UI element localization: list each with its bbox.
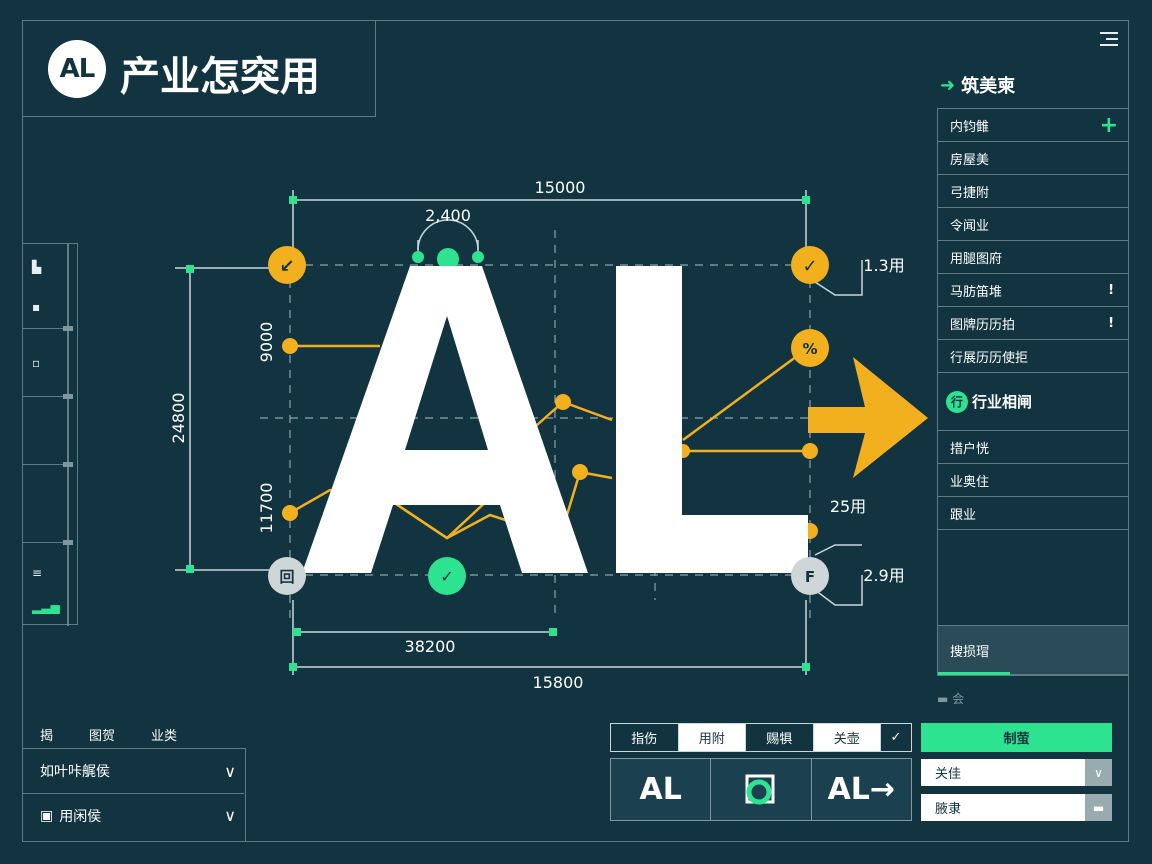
dim-right-mid: 25用 <box>830 497 866 516</box>
left-rail: ▙ ▪ ▫ ≡ ▂▃▅ <box>22 243 78 626</box>
rail-scale <box>63 244 73 626</box>
hamburger-menu-icon[interactable] <box>1100 32 1118 48</box>
select-2[interactable]: 腋隶 ▬ <box>921 794 1112 821</box>
svg-text:%: % <box>802 340 817 358</box>
right-list-item[interactable]: 房屋美 <box>938 142 1128 175</box>
dot-icon[interactable]: ▪ <box>32 300 41 314</box>
right-list-item[interactable]: 业奥住 <box>938 464 1128 497</box>
arrow-right-icon: ➜ <box>940 74 956 96</box>
svg-text:✓: ✓ <box>440 567 453 586</box>
svg-text:回: 回 <box>279 568 294 586</box>
dim-inner-bottom: 38200 <box>405 637 456 656</box>
list-icon[interactable]: ≡ <box>32 566 43 580</box>
svg-text:F: F <box>805 568 815 586</box>
right-list-item[interactable]: 用腿图府 <box>938 241 1128 274</box>
dim-right-bottom: 2.9用 <box>863 566 904 585</box>
chevron-down-icon[interactable]: ∨ <box>224 761 236 781</box>
preview-tiles: AL AL→ <box>610 758 912 821</box>
dropdown-row[interactable]: 如叶咔艉侯 ∨ <box>40 761 236 781</box>
bar-chart-icon[interactable]: ▙ <box>32 260 42 274</box>
dropdown-row[interactable]: ▣ 用闲侯 ∨ <box>22 793 244 837</box>
title-box <box>22 20 376 117</box>
right-caption: ▬ 会 <box>937 692 965 706</box>
sheet-icon: ▣ <box>40 807 54 824</box>
dim-right-top: 1.3用 <box>863 256 904 275</box>
right-list-item[interactable]: 令闻业 <box>938 208 1128 241</box>
alert-icon: ! <box>1108 315 1114 331</box>
big-arrow-icon <box>808 357 928 478</box>
segment-option[interactable]: 指伤 <box>611 724 679 751</box>
bars-green-icon[interactable]: ▂▃▅ <box>32 600 60 614</box>
marker-bottom-center[interactable]: ✓ <box>428 557 466 595</box>
tab-2[interactable]: 图贺 <box>89 729 116 744</box>
minus-icon[interactable]: ▬ <box>1085 794 1112 821</box>
app-title: 产业怎突用 <box>120 54 320 100</box>
tab-3[interactable]: 业类 <box>151 729 178 744</box>
add-icon[interactable]: + <box>1099 112 1118 138</box>
marker-top-right[interactable]: ✓ <box>791 246 829 284</box>
bottom-left-tabs: 揭 图贺 业类 <box>40 725 177 744</box>
segment-control: 指伤 用附 赐犋 关壶 ✓ <box>610 723 912 752</box>
right-list-featured[interactable]: 行 行业相闸 <box>938 373 1128 431</box>
dim-bottom-width: 15800 <box>533 673 584 692</box>
bottom-left-panel: 如叶咔艉侯 ∨ ▣ 用闲侯 ∨ <box>22 748 246 842</box>
right-list-item[interactable]: 内钧雔+ <box>938 109 1128 142</box>
square-icon[interactable]: ▫ <box>32 356 41 370</box>
check-icon[interactable]: ✓ <box>890 730 902 745</box>
svg-text:↙: ↙ <box>279 256 294 277</box>
chevron-down-icon[interactable]: ∨ <box>224 806 236 825</box>
tab-1[interactable]: 揭 <box>40 729 54 744</box>
right-list-item[interactable]: 行展历历使拒 <box>938 340 1128 373</box>
marker-bottom-left[interactable]: 回 <box>268 557 306 595</box>
dim-arc: 2,400 <box>425 206 471 225</box>
right-list-item[interactable]: 措户恍 <box>938 431 1128 464</box>
right-list: 内钧雔+ 房屋美 弓捷附 令闻业 用腿图府 马肪笛堆! 图牌历历拍! 行展历历使… <box>937 108 1129 676</box>
panel-title: ➜ 筑美柬 <box>940 74 1016 98</box>
segment-option-active[interactable]: 用附 <box>678 724 746 751</box>
dim-left-height: 24800 <box>169 393 188 444</box>
alert-icon: ! <box>1108 282 1114 298</box>
tile-al-arrow[interactable]: AL→ <box>827 772 896 807</box>
active-indicator <box>938 672 1010 675</box>
tile-icon[interactable] <box>711 759 812 820</box>
primary-button[interactable]: 制萤 <box>921 723 1112 752</box>
right-list-item[interactable]: 弓捷附 <box>938 175 1128 208</box>
featured-icon: 行 <box>946 390 968 413</box>
segment-option[interactable]: 关壶 <box>813 724 881 751</box>
segment-option[interactable]: 赐犋 <box>746 724 814 751</box>
big-letters <box>302 266 808 573</box>
right-list-bottom-item[interactable]: 搜损瑁 <box>937 625 1129 675</box>
dim-top-width: 15000 <box>535 178 586 197</box>
chevron-down-icon[interactable]: ∨ <box>1085 759 1112 786</box>
frame-logo-icon <box>745 774 775 804</box>
svg-text:✓: ✓ <box>802 256 817 277</box>
right-list-item[interactable]: 跟业 <box>938 497 1128 530</box>
right-list-item[interactable]: 图牌历历拍! <box>938 307 1128 340</box>
tile-al[interactable]: AL <box>611 759 712 820</box>
marker-top-left[interactable]: ↙ <box>268 246 306 284</box>
select-1[interactable]: 关佳 ∨ <box>921 759 1112 786</box>
dim-left-upper: 9000 <box>257 322 276 363</box>
app-logo: AL <box>48 40 106 98</box>
right-list-item[interactable]: 马肪笛堆! <box>938 274 1128 307</box>
marker-bottom-right[interactable]: F <box>791 557 829 595</box>
dim-left-lower: 11700 <box>257 483 276 534</box>
marker-mid-right[interactable]: % <box>791 329 829 367</box>
